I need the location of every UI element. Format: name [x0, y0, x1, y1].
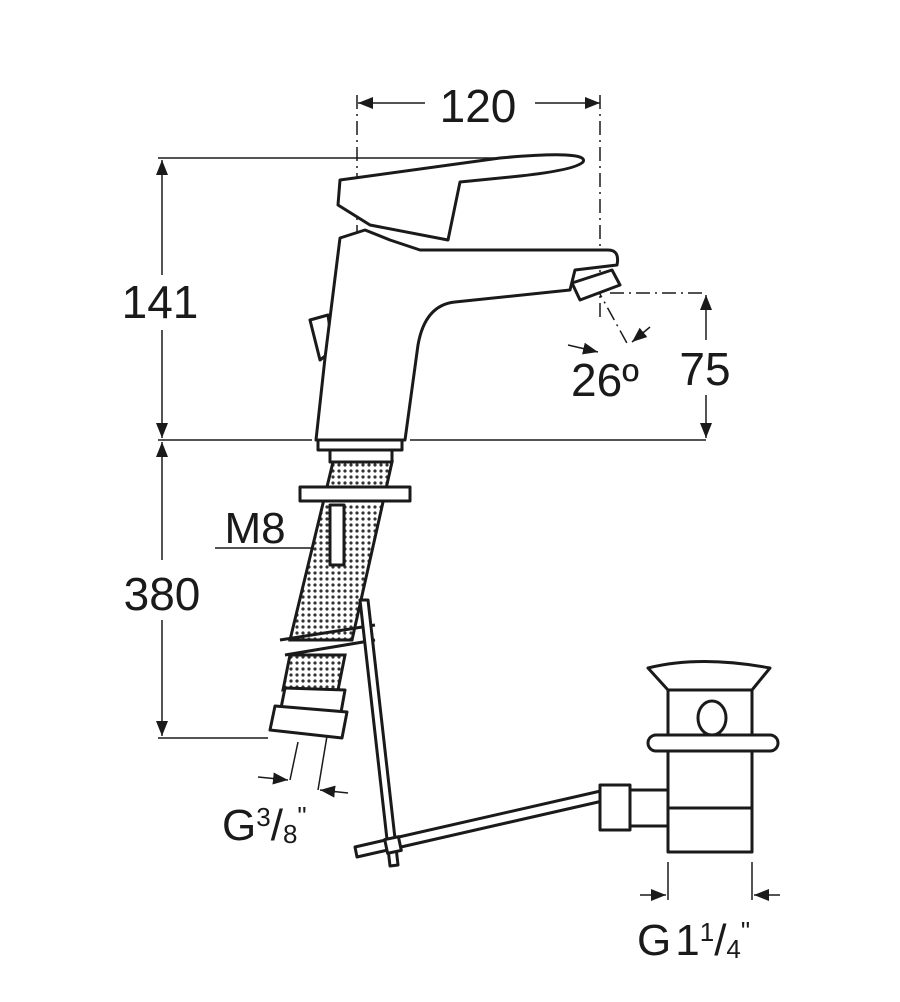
- dim-hose-length-label: 380: [124, 568, 201, 620]
- stud-thread-label: M8: [224, 504, 285, 553]
- dim-spout-height-label: 75: [679, 343, 730, 395]
- aerator: [570, 268, 622, 302]
- pop-up-linkage: [353, 598, 609, 868]
- flexible-hose: [268, 460, 412, 740]
- drain-plug: [646, 660, 772, 692]
- dim-spout-angle-label: 26º: [571, 354, 639, 406]
- pop-up-waste: [598, 660, 780, 854]
- dim-height-label: 141: [122, 276, 199, 328]
- hose-connection-label: G3/8": [222, 801, 307, 850]
- dimension-lines: [156, 97, 780, 901]
- lever-handle: [336, 153, 585, 242]
- dim-reach-label: 120: [440, 80, 517, 132]
- m8-stud: [328, 503, 346, 567]
- faucet-body: [308, 153, 622, 464]
- hose-nut: [268, 704, 349, 740]
- waste-connection-label: G11/4": [637, 916, 750, 965]
